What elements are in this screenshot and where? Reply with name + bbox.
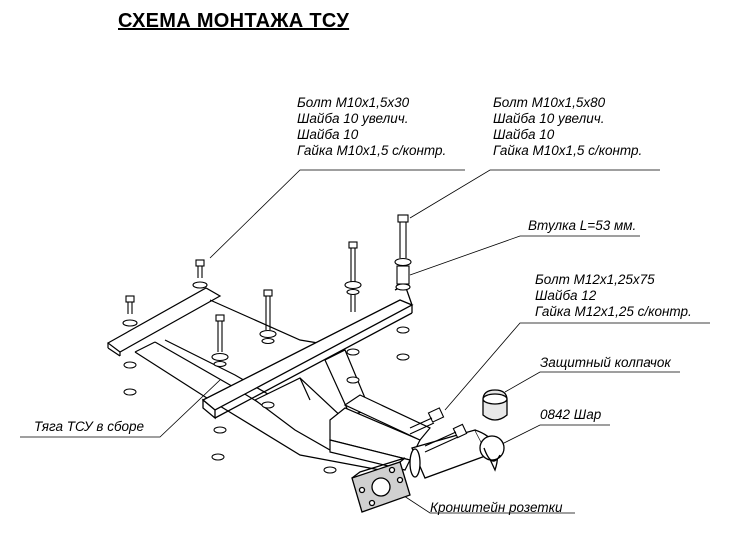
tow-ball xyxy=(479,435,505,462)
callout-line: Шайба 12 xyxy=(535,288,597,303)
nuts xyxy=(123,326,410,474)
callout-sleeve: Втулка L=53 мм. xyxy=(528,218,637,233)
callout-line: Шайба 10 xyxy=(297,127,359,142)
callout-bolt-set-ball: Болт М12х1,25х75 Шайба 12 Гайка М12х1,25… xyxy=(535,272,692,320)
leader-lines xyxy=(20,169,710,514)
callout-line: Болт М10х1,5х30 xyxy=(297,95,410,110)
callout-line: Гайка М12х1,25 с/контр. xyxy=(535,304,692,319)
protective-cap xyxy=(482,389,508,421)
callout-rod: Тяга ТСУ в сборе xyxy=(34,419,145,434)
bolt-stack xyxy=(122,214,412,368)
m12-bolts xyxy=(409,407,468,453)
callout-cap: Защитный колпачок xyxy=(540,355,671,370)
callout-line: Шайба 10 увелич. xyxy=(493,111,605,126)
left-bracket-plate xyxy=(106,287,222,357)
callout-line: Шайба 10 xyxy=(493,127,555,142)
callout-line: Гайка М10х1,5 с/контр. xyxy=(493,143,643,158)
callout-line: Гайка М10х1,5 с/контр. xyxy=(297,143,447,158)
callout-line: Болт М10х1,5х80 xyxy=(493,95,606,110)
cross-beam xyxy=(201,284,414,420)
callout-line: Болт М12х1,25х75 xyxy=(535,272,655,287)
callout-socket-bracket: Кронштейн розетки xyxy=(430,500,563,515)
callout-line: Шайба 10 увелич. xyxy=(297,111,409,126)
callout-bolt-set-left: Болт М10х1,5х30 Шайба 10 увелич. Шайба 1… xyxy=(297,95,446,159)
callout-ball: 0842 Шар xyxy=(540,407,602,422)
callout-bolt-set-right: Болт М10х1,5х80 Шайба 10 увелич. Шайба 1… xyxy=(493,95,642,159)
socket-bracket xyxy=(351,457,411,513)
diagram-title: СХЕМА МОНТАЖА ТСУ xyxy=(118,10,350,32)
